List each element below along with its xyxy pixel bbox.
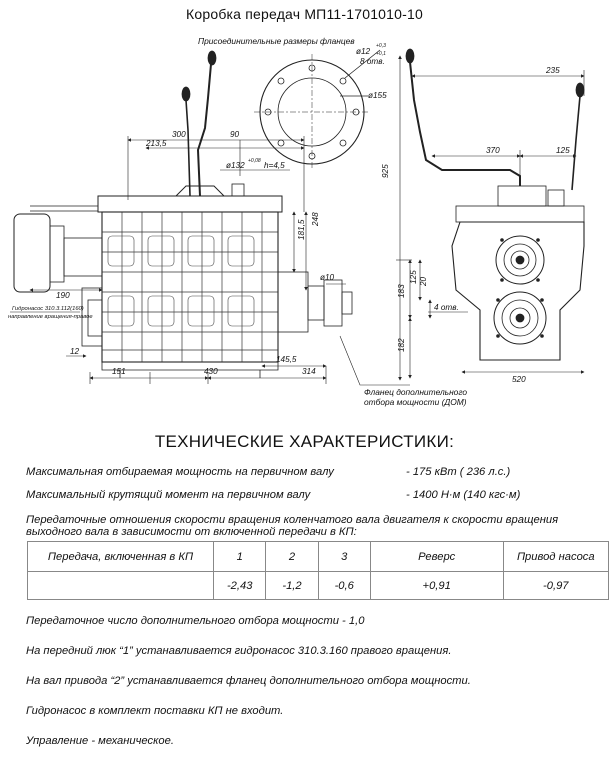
flange-caption: Присоединительные размеры фланцев	[198, 36, 355, 46]
table-header-cell: 2	[265, 541, 319, 572]
table-cell: -0,97	[502, 571, 609, 600]
dim-n12: ø12	[356, 47, 371, 56]
housing-ribs	[102, 212, 278, 362]
dim-125v: 125	[409, 270, 418, 284]
dom-caption-2: отбора мощности (ДОМ)	[364, 397, 467, 407]
dim-132-tol: +0,08	[248, 158, 261, 164]
dim-181: 181,5	[297, 219, 306, 240]
dim-183: 183	[397, 284, 406, 298]
dim-300: 300	[172, 130, 186, 139]
table-header-cell: Реверс	[369, 541, 504, 572]
dim-430: 430	[204, 367, 218, 376]
paragraph: На передний люк “1” устанавливается гидр…	[26, 645, 452, 657]
power-value: - 175 кВт ( 236 л.с.)	[406, 466, 511, 478]
dim-213: 213,5	[145, 139, 167, 148]
paragraph: Передаточное число дополнительного отбор…	[26, 615, 365, 627]
ratio-intro-2: выходного вала в зависимости от включенн…	[26, 526, 357, 538]
end-view	[405, 48, 585, 361]
page-title: Коробка передач МП11-1701010-10	[186, 6, 423, 22]
dim-314: 314	[302, 367, 316, 376]
specs-heading: ТЕХНИЧЕСКИЕ ХАРАКТЕРИСТИКИ:	[154, 432, 455, 451]
table-header-row: Передача, включенная в КП 1 2 3 Реверс П…	[26, 541, 609, 572]
ratio-intro-1: Передаточные отношения скорости вращения…	[26, 514, 559, 526]
dim-90: 90	[230, 130, 240, 139]
dim-10: ø10	[320, 273, 335, 282]
dim-925: 925	[381, 164, 390, 178]
torque-value: - 1400 Н·м (140 кгс·м)	[406, 489, 521, 501]
gearbox-drawing: Присоединительные размеры фланцев Фланец…	[8, 36, 585, 407]
gear-ratio-table: Передача, включенная в КП 1 2 3 Реверс П…	[26, 541, 609, 600]
dim-520: 520	[512, 375, 526, 384]
housing-body	[101, 211, 279, 363]
torque-label: Максимальный крутящий момент на первично…	[26, 489, 311, 501]
table-header-cell: 1	[213, 541, 267, 572]
table-header-cell: Привод насоса	[502, 541, 609, 572]
paragraph: На вал привода “2” устанавливается флане…	[26, 675, 471, 687]
power-label: Максимальная отбираемая мощность на перв…	[26, 466, 334, 478]
table-cell: -0,6	[317, 571, 371, 600]
dim-n12-tol1: +0,3	[376, 43, 386, 49]
paragraph: Управление - механическое.	[26, 735, 174, 747]
paragraph: Гидронасос в комплект поставки КП не вхо…	[26, 705, 284, 717]
dim-4: 4 отв.	[434, 303, 459, 312]
dim-h: h=4,5	[264, 161, 285, 170]
table-cell: +0,91	[369, 571, 504, 600]
table-cell: -1,2	[265, 571, 319, 600]
table-row: -2,43 -1,2 -0,6 +0,91 -0,97	[26, 571, 609, 600]
dim-145: 145,5	[276, 355, 297, 364]
dim-125: 125	[556, 146, 570, 155]
dim-370: 370	[486, 146, 500, 155]
dim-132: ø132	[226, 161, 245, 170]
table-header-cell: Передача, включенная в КП	[26, 541, 215, 572]
dim-155: ø155	[368, 91, 387, 100]
flange-detail	[254, 49, 381, 170]
table-cell: -2,43	[213, 571, 267, 600]
dom-caption-1: Фланец дополнительного	[364, 387, 467, 397]
pump-caption-2: направление вращения-правое	[8, 314, 93, 320]
dim-n12-tol2: +0,1	[376, 51, 386, 57]
dim-182: 182	[397, 338, 406, 352]
table-header-cell: 3	[317, 541, 371, 572]
pump-caption-1: Гидронасос 310.3.112(160)	[12, 306, 84, 312]
dim-190: 190	[56, 291, 70, 300]
dim-8: 8 отв.	[360, 57, 385, 66]
dim-235: 235	[545, 66, 560, 75]
dim-12: 12	[70, 347, 80, 356]
dim-20: 20	[419, 276, 428, 287]
dim-151: 151	[112, 367, 126, 376]
dim-248: 248	[311, 212, 320, 227]
table-cell	[26, 571, 215, 600]
